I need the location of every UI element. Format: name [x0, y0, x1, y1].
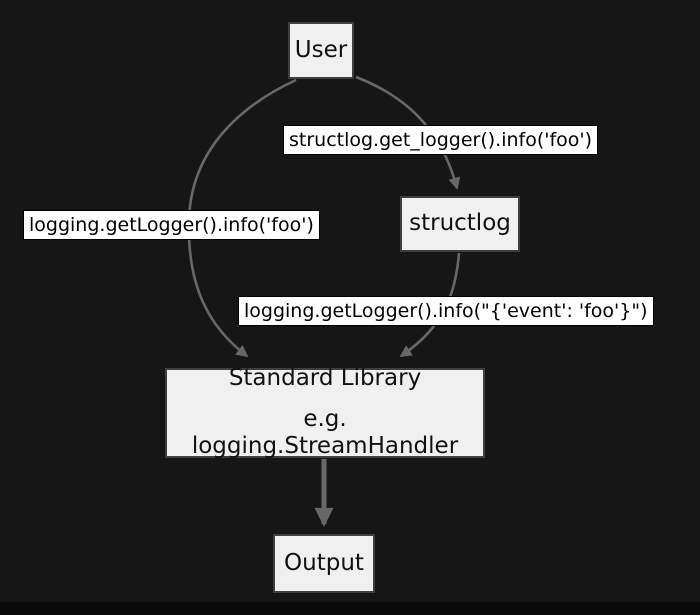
node-output-label: Output: [284, 549, 364, 576]
node-standard-library-title: Standard Library: [228, 365, 422, 392]
edge-label-user-to-structlog: structlog.get_logger().info('foo'): [283, 125, 599, 155]
node-structlog-label: structlog: [409, 210, 511, 237]
node-standard-library-subtitle: e.g. logging.StreamHandler: [191, 405, 459, 460]
edge-user-structlog: [355, 75, 461, 190]
node-user-label: User: [294, 36, 348, 63]
node-structlog: structlog: [400, 196, 520, 252]
node-output: Output: [273, 534, 375, 593]
node-user: User: [288, 22, 354, 79]
edge-label-user-to-stdlib: logging.getLogger().info('foo'): [23, 210, 320, 240]
bottom-dark-strip: [0, 602, 700, 615]
node-standard-library: Standard Library e.g. logging.StreamHand…: [165, 365, 485, 460]
edge-label-structlog-to-stdlib: logging.getLogger().info("{'event': 'foo…: [238, 296, 654, 326]
